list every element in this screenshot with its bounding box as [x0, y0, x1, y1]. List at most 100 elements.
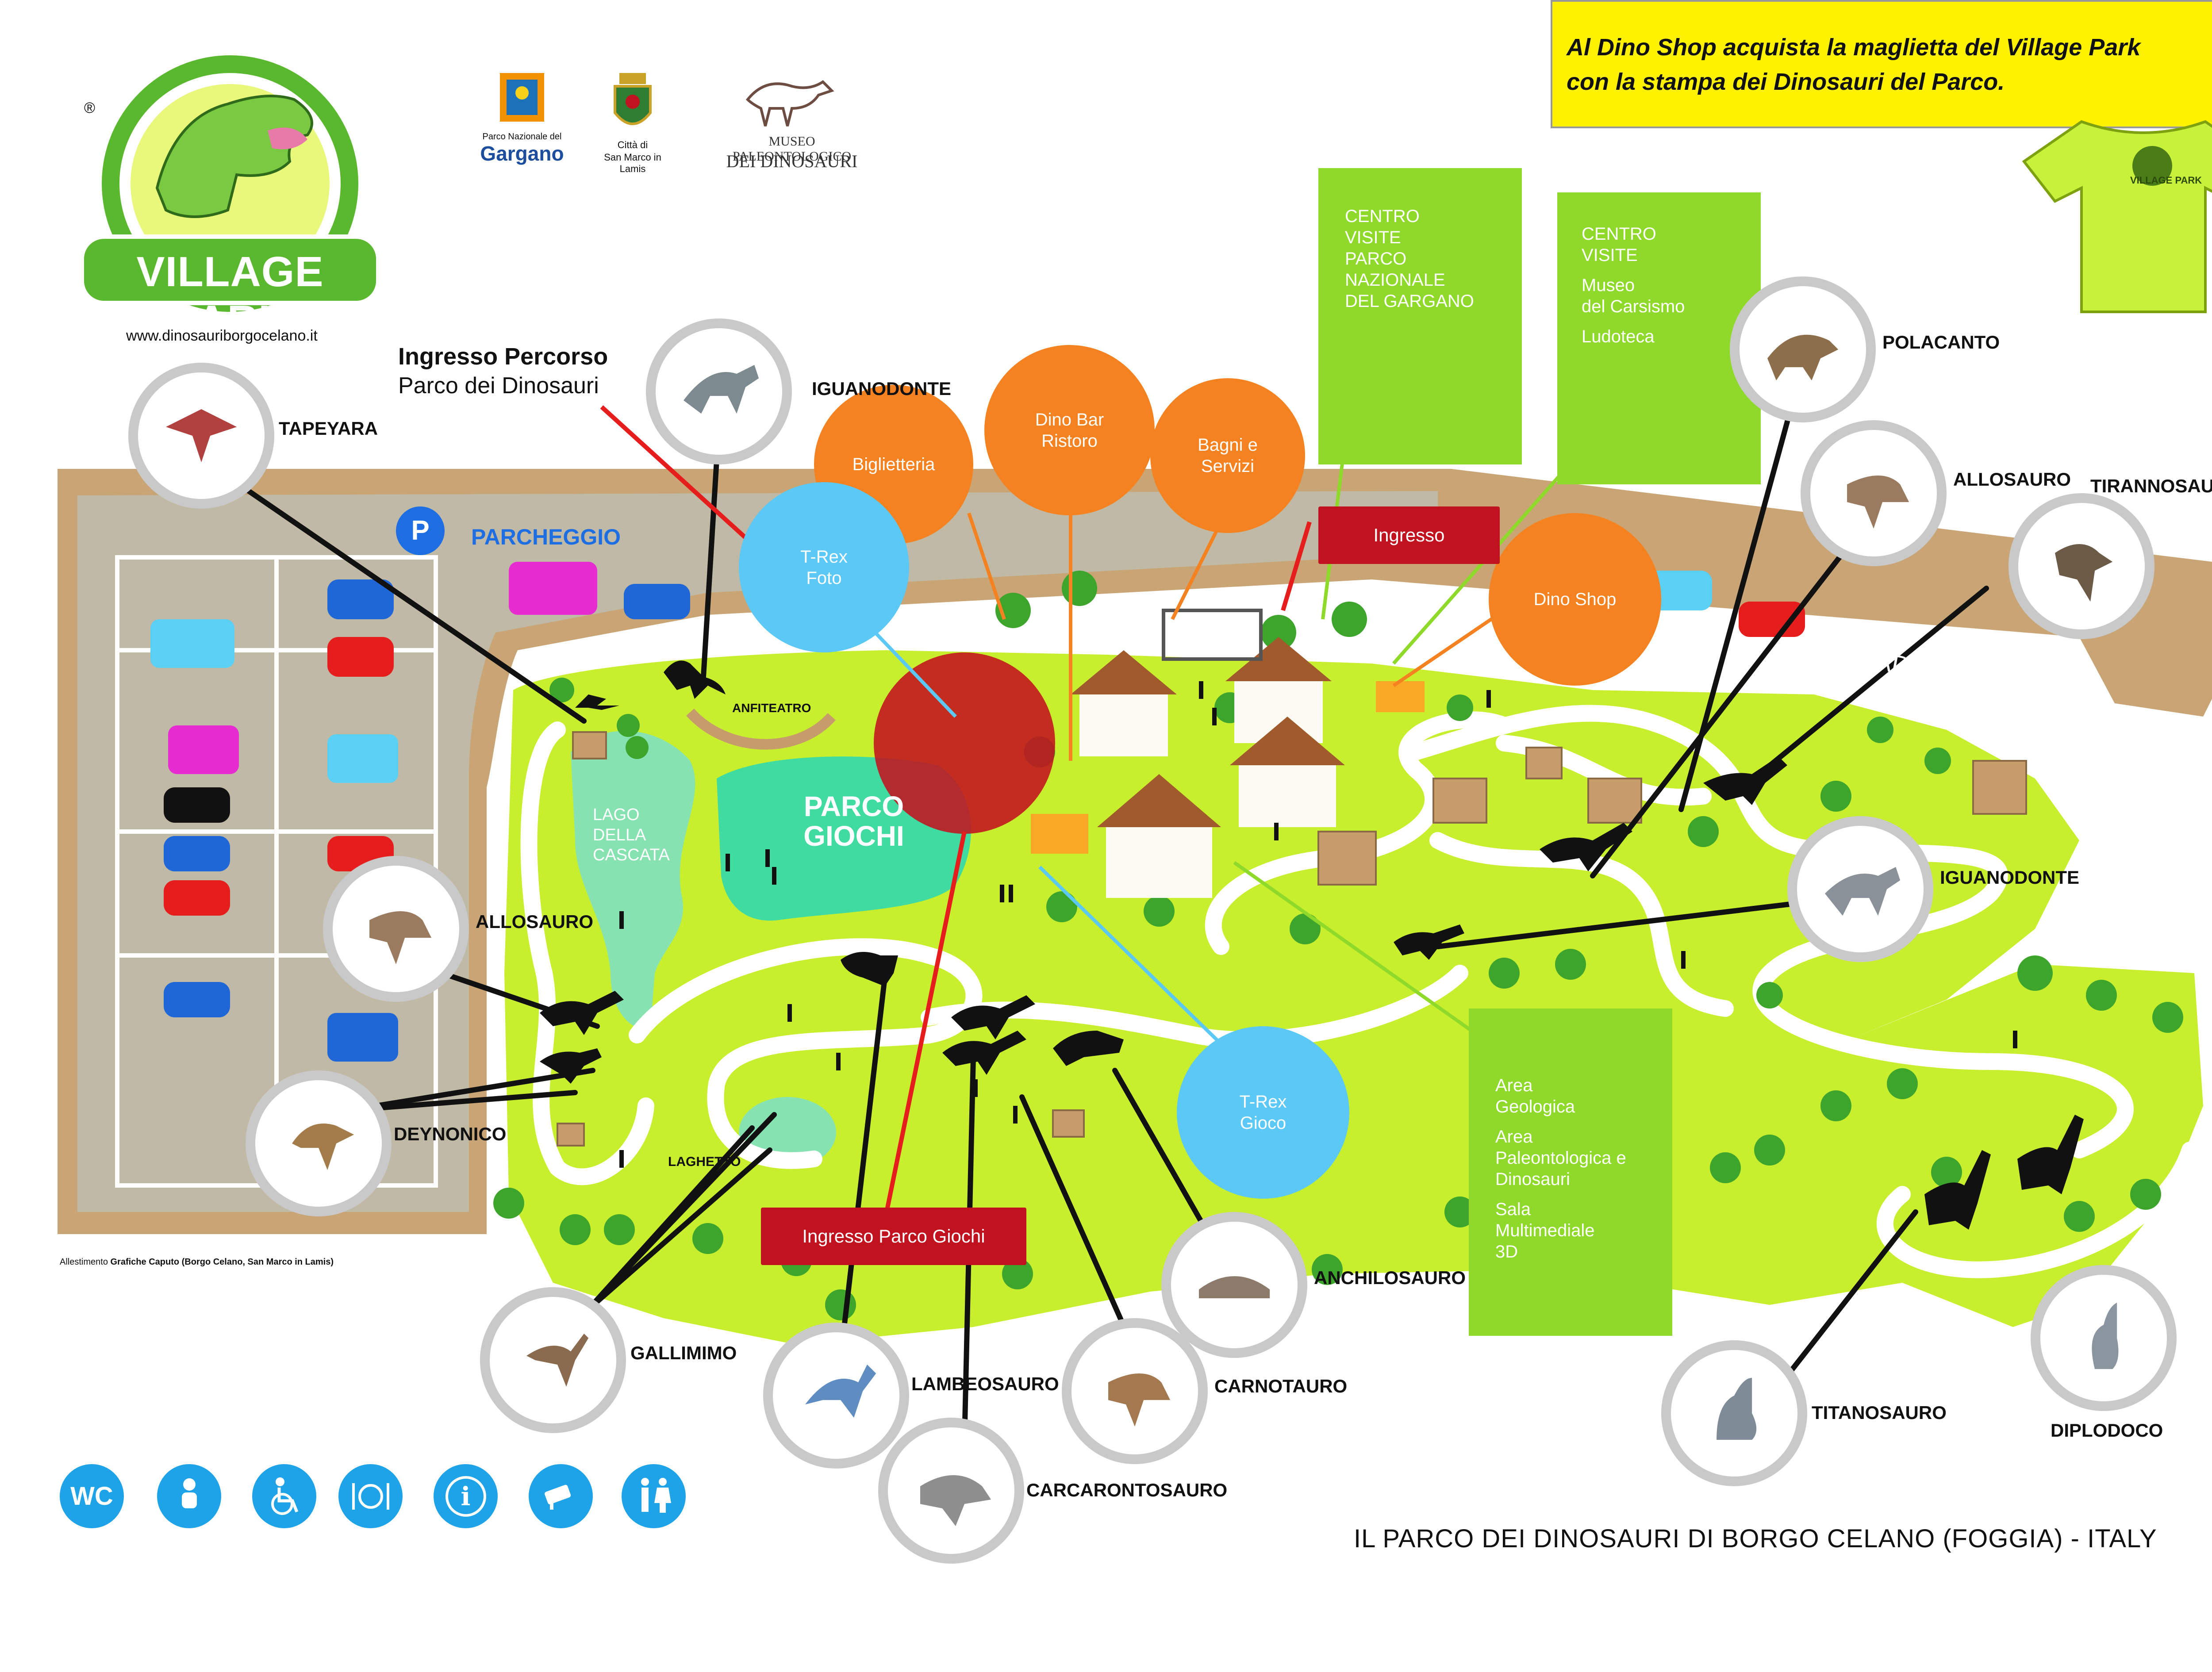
bagni-bubble[interactable]: Bagni e Servizi	[1150, 378, 1305, 533]
restaurant-glyph	[352, 1483, 389, 1510]
san-marco-line2: San Marco in Lamis	[604, 152, 661, 174]
museo-line1: MUSEO PALEONTOLOGICO	[732, 134, 852, 164]
area-geologica-line7: Multimediale	[1495, 1221, 1595, 1240]
polacanto-icon	[1767, 334, 1839, 381]
centro-carsismo-line4: del Carsismo	[1582, 297, 1685, 316]
area-geologica-line4: Paleontologica e	[1495, 1148, 1626, 1168]
lambeosauro-name: LAMBEOSAURO	[911, 1373, 1059, 1394]
area-geologica-box[interactable]: Area Geologica Area Paleontologica e Din…	[1469, 1009, 1672, 1336]
footer-title: IL PARCO DEI DINOSAURI DI BORGO CELANO (…	[1354, 1524, 2157, 1553]
carnotauro-badge[interactable]	[1062, 1318, 1208, 1464]
allosauro-left-icon	[369, 911, 432, 965]
credits-prefix: Allestimento	[60, 1257, 111, 1267]
gallimimo-badge[interactable]	[480, 1287, 626, 1433]
trex-gioco-label: T-Rex Gioco	[1239, 1092, 1287, 1133]
biglietteria-label: Biglietteria	[852, 455, 935, 474]
tirannosauro-badge[interactable]	[2008, 493, 2154, 639]
camera-icon	[529, 1464, 593, 1528]
credits-company: Grafiche Caputo (Borgo Celano, San Marco…	[110, 1257, 334, 1267]
deynonico-name: DEYNONICO	[394, 1124, 507, 1144]
house-3	[1230, 717, 1345, 827]
dino-bar-bubble[interactable]: Dino Bar Ristoro	[984, 345, 1155, 515]
carnotauro-icon	[1108, 1373, 1171, 1427]
info-icon: i	[434, 1464, 498, 1528]
area-geologica-line1: Area	[1495, 1076, 1533, 1095]
diplodoco-name: DIPLODOCO	[2051, 1420, 2163, 1441]
trex-gioco-bubble[interactable]: T-Rex Gioco	[1177, 1026, 1349, 1199]
carcarontosauro-icon	[920, 1475, 991, 1526]
iguanodonte-right-icon	[1824, 867, 1901, 916]
amphitheatre-label: ANFITEATRO	[732, 701, 811, 715]
wheelchair-glyph	[271, 1477, 298, 1515]
website-link[interactable]: www.dinosauriborgocelano.it	[126, 327, 318, 344]
iguanodonte-top-badge[interactable]	[646, 318, 792, 464]
parking-label: PARCHEGGIO	[471, 525, 621, 549]
centro-parco-line1: CENTRO	[1345, 207, 1420, 226]
baby-glyph	[181, 1478, 197, 1508]
iguanodonte-right-badge[interactable]	[1787, 816, 1933, 962]
centro-parco-line5: DEL GARGANO	[1345, 291, 1474, 311]
lake	[571, 731, 695, 1031]
centro-visite-carsismo-box[interactable]: CENTRO VISITE Museo del Carsismo Ludotec…	[1557, 192, 1761, 484]
centro-parco-line3: PARCO	[1345, 249, 1407, 268]
entrance-path-title: Ingresso Percorso	[398, 343, 608, 370]
tapeyara-icon	[165, 409, 237, 463]
area-geologica-line5: Dinosauri	[1495, 1170, 1570, 1189]
anchilosauro-badge[interactable]	[1161, 1212, 1307, 1358]
house-1	[1071, 650, 1177, 756]
centro-parco-line2: VISITE	[1345, 228, 1401, 247]
dino-shop-bubble[interactable]: Dino Shop	[1489, 513, 1661, 686]
carcarontosauro-badge[interactable]	[878, 1418, 1024, 1564]
wc-icon: WC	[60, 1464, 124, 1528]
pond-label: LAGHETTO	[668, 1154, 741, 1169]
village-park-logo[interactable]: ® VILLAGE PARK	[77, 42, 383, 344]
gallimimo-icon	[526, 1333, 589, 1387]
ingresso-parco-giochi-label[interactable]: Ingresso Parco Giochi	[761, 1208, 1026, 1265]
logo-title: VILLAGE PARK	[136, 248, 324, 344]
tirannosauro-icon	[2055, 544, 2113, 602]
diplodoco-icon	[2092, 1302, 2119, 1369]
area-geologica-line3: Area	[1495, 1127, 1533, 1147]
playground-red-circle	[874, 652, 1055, 834]
anchilosauro-icon	[1198, 1276, 1270, 1299]
allosauro-right-badge[interactable]	[1801, 420, 1947, 566]
centro-carsismo-line1: CENTRO	[1582, 224, 1656, 244]
trex-foto-label: T-Rex Foto	[800, 547, 848, 588]
lambeosauro-badge[interactable]	[763, 1323, 909, 1469]
area-geologica-line6: Sala	[1495, 1200, 1531, 1219]
dino-shop-label: Dino Shop	[1533, 590, 1617, 609]
area-geologica-line8: 3D	[1495, 1242, 1518, 1262]
promo-line1: Al Dino Shop acquista la maglietta del V…	[1567, 34, 2141, 61]
gallimimo-name: GALLIMIMO	[630, 1342, 737, 1363]
bagni-label: Bagni e Servizi	[1198, 435, 1258, 476]
centro-carsismo-line2: VISITE	[1582, 245, 1638, 265]
titanosauro-badge[interactable]	[1661, 1340, 1807, 1486]
tapeyara-badge[interactable]	[128, 363, 274, 509]
anchilosauro-name: ANCHILOSAURO	[1314, 1267, 1466, 1288]
tirannosauro-name: TIRANNOSAURO	[2090, 476, 2212, 496]
diplodoco-badge[interactable]	[2031, 1265, 2177, 1411]
polacanto-badge[interactable]	[1730, 276, 1876, 422]
parco-gargano-emblem	[500, 73, 544, 122]
trex-foto-bubble[interactable]: T-Rex Foto	[739, 482, 909, 652]
toilets-glyph	[641, 1477, 671, 1513]
allosauro-right-icon	[1847, 475, 1909, 529]
museo-skeleton	[745, 80, 834, 127]
deynonico-badge[interactable]	[246, 1070, 392, 1216]
centro-visite-parco-box[interactable]: CENTRO VISITE PARCO NAZIONALE DEL GARGAN…	[1318, 168, 1522, 464]
centro-carsismo-line5: Ludoteca	[1582, 327, 1655, 346]
logo-graphic	[80, 55, 380, 312]
san-marco-line1: Città di	[617, 139, 648, 150]
allosauro-left-name: ALLOSAURO	[476, 911, 593, 932]
allosauro-left-badge[interactable]	[323, 856, 469, 1002]
dino-shop-promo: Al Dino Shop acquista la maglietta del V…	[1551, 0, 2212, 345]
promo-banner: Al Dino Shop acquista la maglietta del V…	[1551, 0, 2212, 128]
deynonico-icon	[292, 1123, 354, 1170]
tshirt-logo-text: VILLAGE PARK	[2130, 175, 2202, 186]
camera-glyph	[544, 1484, 571, 1510]
lambeosauro-icon	[805, 1364, 876, 1418]
carnotauro-name: CARNOTAURO	[1214, 1376, 1348, 1396]
centro-parco-line4: NAZIONALE	[1345, 270, 1445, 290]
ingresso-label[interactable]: Ingresso	[1318, 506, 1500, 564]
iguanodonte-right-name: IGUANODONTE	[1940, 867, 2079, 888]
